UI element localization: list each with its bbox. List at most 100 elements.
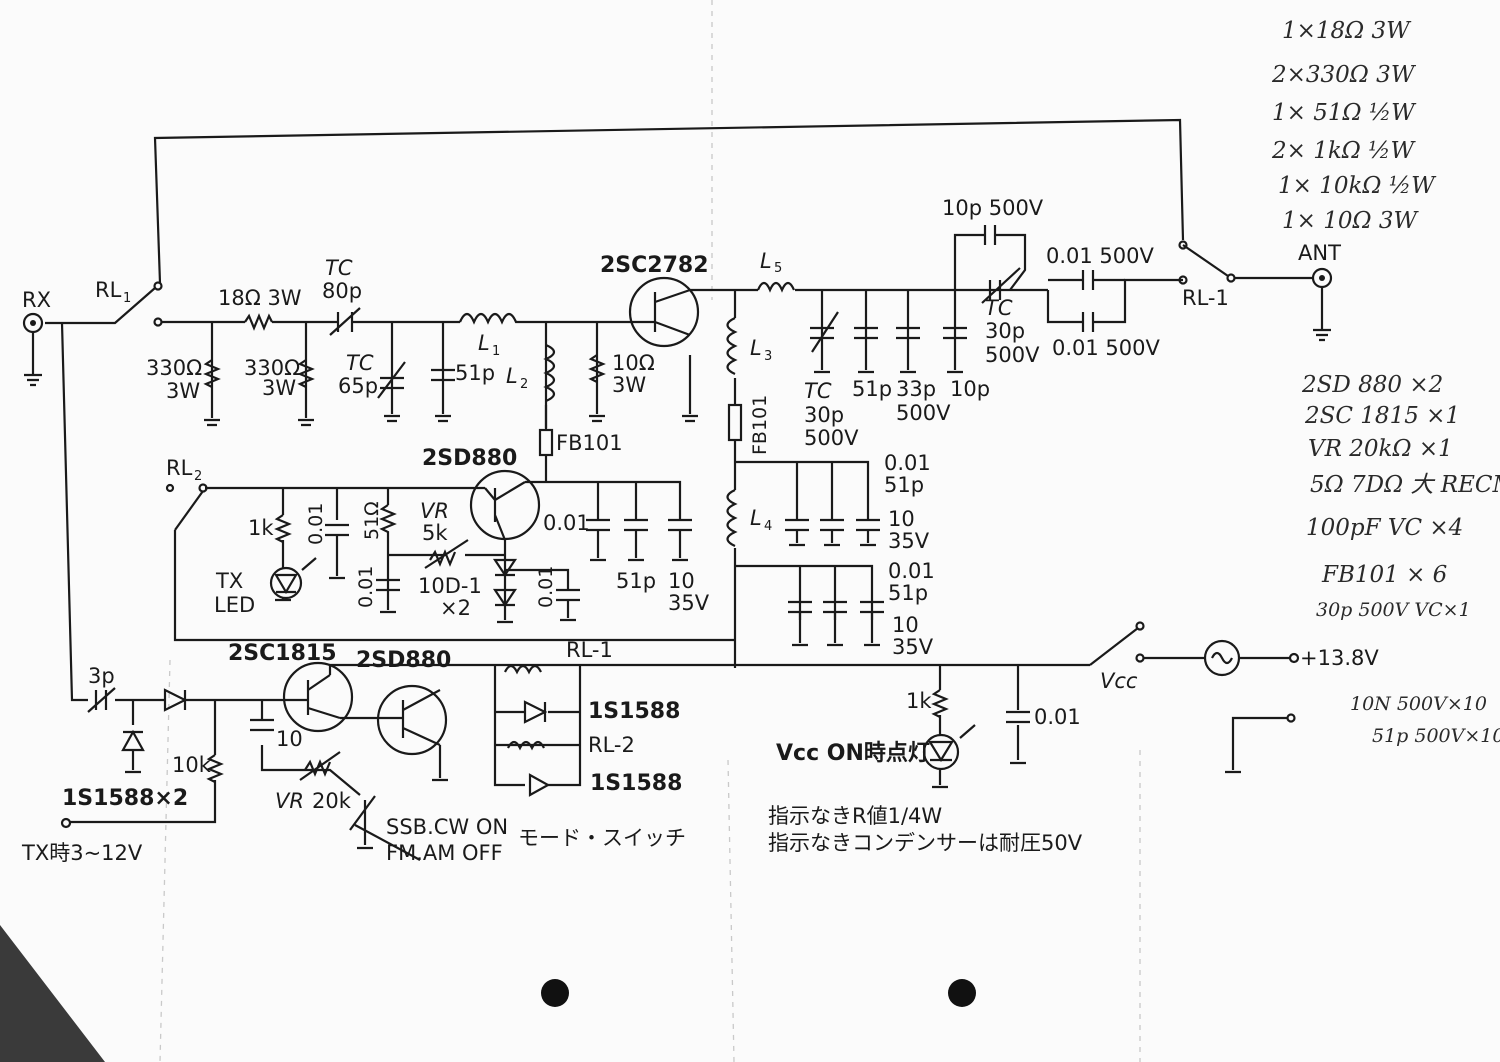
capacitor-10p — [943, 326, 967, 340]
relay-coil-rl1 — [504, 664, 542, 675]
capacitor-dec1 — [785, 518, 880, 532]
relay-coil-rl2 — [507, 740, 545, 751]
label-c10p500: 10p 500V — [942, 196, 1044, 220]
capacitor-tc65 — [377, 361, 406, 399]
fold-line — [159, 659, 171, 1062]
label-supply: +13.8V — [1300, 646, 1379, 670]
label-l2-sub: 2 — [520, 377, 528, 392]
transistor-2sc1815 — [282, 661, 354, 733]
capacitor-51p-b — [854, 326, 878, 340]
label-c001-500a: 0.01 500V — [1046, 244, 1155, 268]
inductor-l2 — [543, 343, 556, 403]
label-l3: L — [750, 336, 762, 360]
wiring — [45, 118, 1312, 861]
label-tx-led-a: TX — [215, 569, 243, 593]
resistor-330ohm-b — [297, 359, 315, 388]
parts-list-line: 1× 51Ω ½W — [1272, 100, 1417, 126]
label-r51: 51Ω — [361, 501, 383, 540]
label-note2: 指示なきコンデンサーは耐圧50V — [768, 831, 1083, 855]
diode-10d1 — [492, 558, 518, 607]
capacitor-001-c — [556, 588, 580, 602]
capacitor-tc30-a — [981, 267, 1021, 304]
label-r330b-a: 330Ω — [244, 356, 300, 380]
capacitor-001-vcc — [1006, 710, 1030, 724]
label-rl1-bottom: RL-1 — [566, 638, 613, 662]
label-c51a: 51p — [455, 361, 495, 385]
handwritten-parts-list-3: 10N 500V×10 51p 500V×10 — [1350, 693, 1500, 747]
label-dec2-c: 10 — [892, 613, 919, 637]
parts-list2-line: 2SC 1815 ×1 — [1304, 403, 1460, 429]
label-l2: L — [506, 364, 518, 388]
label-r330a-a: 330Ω — [146, 356, 202, 380]
capacitor-33p — [896, 326, 920, 340]
component-labels: RX RL 1 18Ω 3W TC 80p 330Ω 3W 330Ω 3W TC… — [21, 196, 1379, 865]
parts-list2-line: 30p 500V VC×1 — [1316, 599, 1471, 621]
ferrite-bead-fb101-b — [727, 403, 743, 442]
label-r10-b: 3W — [612, 373, 646, 397]
label-vr20k-b: 20k — [312, 789, 352, 813]
label-r18: 18Ω 3W — [218, 286, 302, 310]
label-tx-led-b: LED — [214, 593, 255, 617]
label-tx-voltage: TX時3~12V — [21, 841, 143, 865]
transistor-2sd880-a — [469, 469, 541, 541]
label-vr5k-a: VR — [420, 499, 449, 523]
label-rl2-bottom: RL-2 — [588, 733, 635, 757]
label-c10-ce: 10 — [276, 727, 303, 751]
label-vcc-led: Vcc ON時点灯 — [776, 740, 930, 766]
label-10d1-b: ×2 — [440, 596, 471, 620]
label-c10p: 10p — [950, 377, 990, 401]
transistor-2sd880-b — [376, 684, 448, 756]
parts-list-line: 1× 10kΩ ½W — [1278, 173, 1437, 199]
resistor-1k-vcc — [931, 689, 949, 718]
diode-1s1588-pair — [121, 688, 188, 752]
label-tc30a-a: TC — [985, 296, 1013, 320]
label-c001-a: 0.01 — [305, 503, 327, 545]
inductor-l1 — [458, 312, 520, 325]
label-vr20k-a: VR — [275, 789, 304, 813]
label-c10-35a-a: 10 — [668, 569, 695, 593]
inductor-l4 — [726, 489, 738, 547]
ant-connector — [1311, 267, 1333, 342]
capacitor-001-a — [325, 523, 349, 537]
led-vcc — [922, 724, 976, 771]
capacitor-tc30-b — [810, 311, 839, 353]
label-rl1-top-sub: 1 — [123, 291, 131, 306]
torn-corner — [0, 925, 105, 1062]
label-1s1588-b: 1S1588 — [590, 771, 682, 796]
label-r1k-a: 1k — [248, 516, 274, 540]
label-dec1-c: 10 — [888, 507, 915, 531]
label-dec2-a: 0.01 — [888, 559, 935, 583]
label-tc65-a: TC — [346, 351, 374, 375]
parts-list3-line: 10N 500V×10 — [1350, 693, 1487, 715]
label-r10-a: 10Ω — [612, 351, 655, 375]
resistor-10k — [206, 754, 224, 783]
label-l5-sub: 5 — [774, 261, 782, 276]
parts-list-line: 2×330Ω 3W — [1271, 62, 1417, 88]
resistor-10ohm — [588, 354, 606, 383]
parts-list2-line: 100pF VC ×4 — [1306, 515, 1463, 541]
parts-list2-line: 2SD 880 ×2 — [1301, 372, 1443, 398]
label-c51b: 51p — [852, 377, 892, 401]
parts-list3-line: 51p 500V×10 — [1372, 725, 1500, 747]
label-tc30a-b: 30p — [985, 319, 1025, 343]
label-r10k: 10k — [172, 753, 212, 777]
label-mode-off: FM.AM OFF — [386, 841, 503, 865]
parts-list2-line: FB101 × 6 — [1321, 562, 1447, 588]
label-l3-sub: 3 — [764, 349, 772, 364]
label-tc65-b: 65p — [338, 374, 378, 398]
inductor-l3 — [726, 317, 738, 375]
label-mode-switch: モード・スイッチ — [518, 826, 686, 850]
label-10d1-a: 10D-1 — [418, 574, 482, 598]
parts-list2-line: 5Ω 7DΩ 大 RECM. — [1310, 472, 1500, 498]
capacitor-001-500v-b — [1081, 312, 1095, 332]
label-c001-c: 0.01 — [535, 566, 557, 608]
label-r1k-b: 1k — [906, 689, 932, 713]
label-r330b-b: 3W — [262, 376, 296, 400]
label-c33: 33p — [896, 377, 936, 401]
rx-connector — [22, 312, 44, 387]
label-1s1588-a: 1S1588 — [588, 699, 680, 724]
punch-hole — [541, 979, 569, 1007]
capacitor-10-ce — [250, 718, 274, 732]
label-note1: 指示なきR値1/4W — [768, 804, 942, 828]
